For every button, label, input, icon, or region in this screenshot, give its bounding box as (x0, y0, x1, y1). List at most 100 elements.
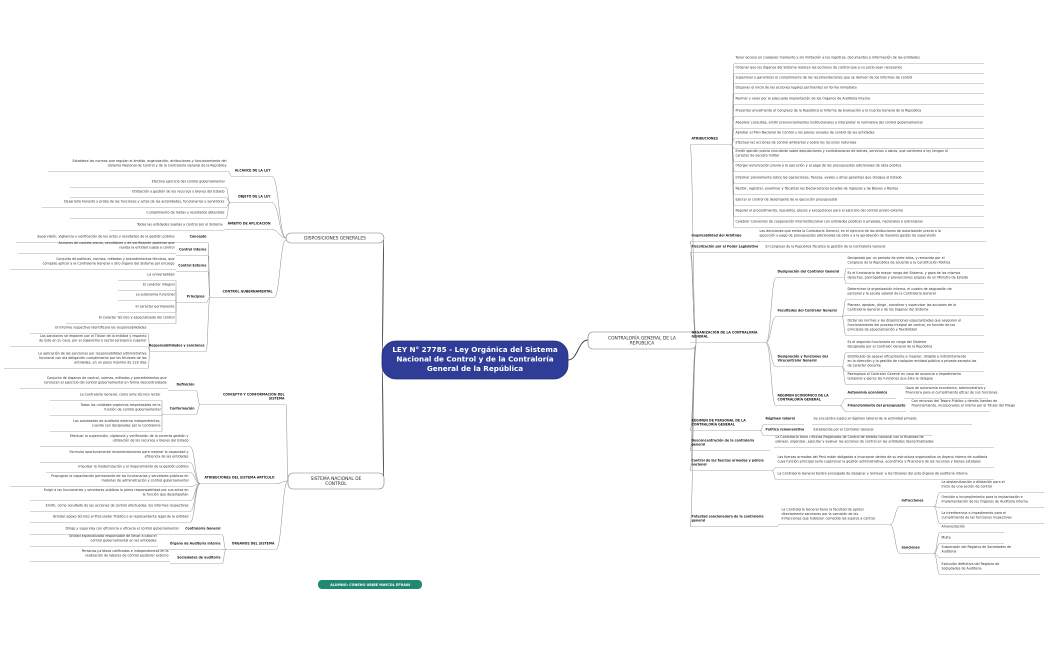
text-oci-line: Unidad especializada responsable de llev… (69, 534, 157, 538)
label-control-interno: Control Interno (179, 248, 207, 252)
objeto-item: Desarrollo honesto y probo de las funcio… (64, 199, 225, 203)
atribucion-item: Regular el procedimiento, requisitos, pl… (736, 208, 904, 212)
objeto-item-line: Cumplimiento de metas y resultados obten… (146, 210, 224, 214)
label-personal-line: CONTRALORÍA GENERAL (692, 422, 735, 427)
resp-item-line: La aplicación de las sanciones por respo… (38, 352, 146, 356)
text-control-externo-line: Conjunto de políticas, normas, métodos y… (56, 257, 174, 261)
connector-line (933, 506, 941, 524)
connector-line (933, 543, 941, 554)
branch-sistema: CONTROL (325, 481, 347, 487)
connector-line (839, 398, 847, 406)
label-conformacion-line: Conformación (170, 407, 196, 411)
connector-line (225, 202, 231, 219)
label-politica-remunerativa-line: Política remunerativa (766, 428, 805, 432)
connector-line (207, 271, 211, 298)
label-regimen-laboral: Régimen laboral (766, 417, 795, 421)
label-infracciones-line: Infracciones (902, 499, 924, 503)
principio-item: La autonomía funcional (136, 292, 175, 296)
atribucion-item: Celebrar Convenios de cooperación interi… (736, 219, 924, 223)
facultad-item-line: funcionamiento del proceso integral de c… (848, 323, 956, 327)
connector-line (189, 462, 201, 484)
label-control-interno-line: Control Interno (179, 248, 207, 252)
objeto-item: Cumplimiento de metas y resultados obten… (146, 210, 224, 214)
text-definicion-line: conducen el ejercicio del control gubern… (44, 380, 167, 384)
branch-sistema: SISTEMA NACIONAL DE (311, 476, 362, 482)
atribucion-item-line: Emitir opinión previa vinculante sobre a… (736, 149, 948, 153)
branch-contraloria-box[interactable] (587, 331, 697, 350)
atribucion-item-line: Regular el procedimiento, requisitos, pl… (736, 208, 904, 212)
designacion-item-line: Es el funcionario de mayor rango del Sis… (848, 271, 961, 275)
label-sanciones: Sanciones (902, 546, 920, 550)
branch-disposiciones-box[interactable] (285, 232, 385, 244)
branch-contraloria: CONTRALORÍA GENERAL DE LA (608, 334, 676, 341)
conformacion-item: La Contraloría General, como ente técnic… (80, 392, 161, 396)
resp-item-line: entidades, en un plazo máximo de 120 día… (74, 360, 147, 364)
conformacion-item-line: La Contraloría General, como ente técnic… (80, 392, 161, 396)
text-contraloria-general: Dirige y supervisa con eficiencia y efic… (65, 526, 178, 530)
text-control-externo: Conjunto de políticas, normas, métodos y… (43, 257, 175, 265)
author-badge (318, 580, 422, 589)
label-responsabilidades: Responsabilidades y sanciones (149, 344, 205, 348)
label-ambito: ÁMBITO DE APLICACIÓN (228, 221, 271, 226)
central-title-line: Nacional de Control y de la Contraloría (396, 355, 553, 364)
objeto-item: Utilización y gestión de los recursos y … (132, 189, 224, 193)
text-desconcentracion-line: planear, organizar, ejecutar y evaluar l… (776, 439, 934, 443)
atribucion-item: Supervisar y garantizar el cumplimiento … (736, 75, 913, 79)
label-definicion: Definición (177, 383, 196, 387)
text-oci: Unidad especializada responsable de llev… (69, 534, 157, 542)
vicecontralor-item-line: Distribuido de apoyar eficazmente a mejo… (848, 355, 967, 359)
label-conformacion: Conformación (170, 407, 196, 411)
central-node[interactable] (381, 340, 569, 380)
atribucion-sistema-item: Exigir a los funcionarios y servidores p… (44, 488, 189, 496)
label-atribuciones-line: ATRIBUCIONES (692, 137, 719, 141)
designacion-item-line: Designado por un periodo de siete años, … (848, 256, 945, 260)
connector-line (381, 369, 385, 481)
label-regimen-economico-line: RÉGIMEN ECONÓMICO DE LA (778, 392, 830, 397)
label-organos: ÓRGANOS DEL SISTEMA (232, 541, 275, 546)
atribucion-sistema-item-line: Efectuar la supervisión, vigilancia y ve… (70, 434, 189, 438)
atribucion-sistema-item-line: utilización de los recursos y bienes del… (113, 438, 189, 442)
atribucion-sistema-item: Emitir, como resultado de las acciones d… (46, 503, 189, 507)
label-personal-line: RÉGIMEN DE PERSONAL DE LA (692, 417, 747, 422)
vicecontralor-item-line: en la dirección y la gestión de cualquie… (848, 359, 977, 363)
connector-line (205, 297, 211, 352)
resp-item: La aplicación de las sanciones por respo… (38, 352, 147, 365)
connector-line (889, 524, 901, 554)
text-oci-line: control gubernamental en las entidades (91, 538, 157, 542)
central-title-line: LEY N° 27785 - Ley Orgánica del Sistema (392, 345, 557, 354)
resp-item: El informe respectivo identificará las r… (55, 325, 146, 329)
atribucion-item: Efectuar las acciones de control ambient… (736, 140, 857, 144)
label-inaplicabilidad: Inaplicabilidad del Arbitraje (692, 234, 742, 238)
atribucion-sistema-item: Formular oportunamente recomendaciones p… (70, 450, 189, 458)
sancion-item-line: Amonestación (942, 524, 965, 528)
text-potestad-line: La Contraloría General tiene la facultad… (782, 508, 865, 512)
fuerzas-item: Las fuerzas armadas del Perú están oblig… (778, 455, 988, 463)
atribucion-item-line: Ordenar que los órganos del Sistema real… (736, 65, 903, 69)
label-oci: Órgano de Auditoría Interna (170, 541, 221, 546)
conformacion-item-line: cuando son designadas por la Contraloría (92, 423, 161, 427)
atribucion-sistema-item-line: Brindar apoyo técnico al Procurador Públ… (53, 514, 188, 518)
resp-item-line: Las sanciones se imponen por el Titular … (40, 334, 146, 338)
label-alcance: ALCANCE DE LA LEY (235, 169, 271, 173)
vicecontralor-item-line: Designado por el Contralor General de la… (848, 344, 933, 348)
resp-item-line: El informe respectivo identificará las r… (55, 325, 146, 329)
text-financiamiento-line: Con recursos del Tesoro Público y demás … (912, 399, 998, 403)
author-name: ALUMNO: CONEHO URIBE MAYCOL EFRAIN (330, 583, 410, 587)
branch-sistema-box[interactable] (287, 472, 385, 490)
connector-line (689, 345, 697, 471)
vicecontralor-item-line: temporal y ejerce las funciones que éste… (848, 376, 933, 380)
label-autonomia: Autonomía económica (848, 391, 888, 395)
atribucion-item-line: Aprobar el Plan Nacional de Control y lo… (736, 130, 875, 134)
designacion-item-line: Congreso de la República de acuerdo a la… (848, 260, 951, 264)
atribucion-item-line: Informar previamente sobre las operacion… (736, 175, 902, 179)
label-control-externo: Control Externo (178, 264, 207, 268)
label-definicion-line: Definición (177, 383, 196, 387)
text-regimen-laboral-line: Se encuentra sujeto al régimen laboral d… (814, 416, 917, 420)
text-contraloria-general-line: Dirige y supervisa con eficiencia y efic… (65, 526, 178, 530)
sancion-item-line: Suspensión del Registro de Sociedades de (942, 545, 1012, 549)
